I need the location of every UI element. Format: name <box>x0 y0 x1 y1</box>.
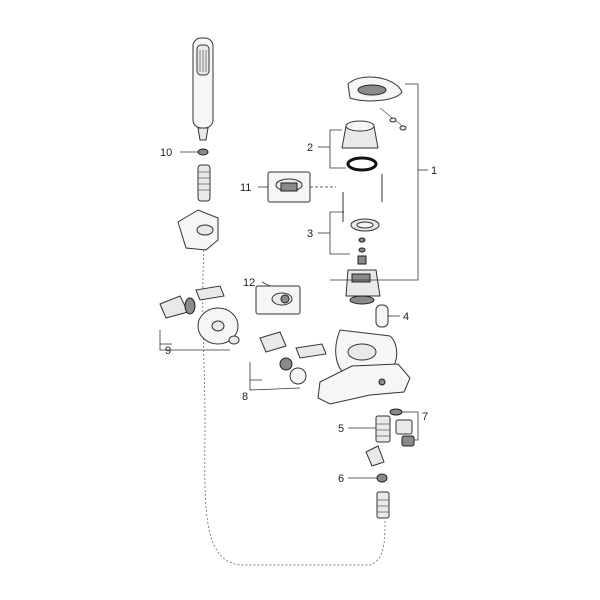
label-part-3: 3 <box>307 228 313 240</box>
hand-shower <box>192 37 214 141</box>
s-union-9 <box>159 285 225 319</box>
label-part-8: 8 <box>242 391 248 403</box>
label-part-6: 6 <box>338 473 344 485</box>
washer-6 <box>376 473 388 483</box>
retaining-nut-3 <box>350 218 380 232</box>
label-part-11: 11 <box>240 182 251 194</box>
lever-handle <box>347 76 403 102</box>
small-parts-stack <box>357 237 367 265</box>
mixer-body <box>317 329 411 405</box>
lever-screw <box>379 107 407 131</box>
spout-connector-5 <box>375 415 391 443</box>
cartridge <box>345 269 381 305</box>
part-11-box <box>267 171 336 203</box>
part-12-box <box>255 285 301 315</box>
label-part-7: 7 <box>422 411 428 423</box>
escutcheon-9 <box>197 307 239 345</box>
hose-nut-10 <box>197 148 209 156</box>
wall-holder <box>177 209 219 251</box>
washer-9 <box>228 335 240 345</box>
allen-key-5 <box>365 445 385 467</box>
hose-connector <box>376 491 390 519</box>
label-part-4: 4 <box>403 311 409 323</box>
o-ring <box>346 156 378 172</box>
hose-fitting <box>197 164 211 202</box>
leader-lines <box>159 83 428 479</box>
label-part-10: 10 <box>160 147 172 159</box>
label-part-5: 5 <box>338 423 344 435</box>
label-part-9: 9 <box>165 345 171 357</box>
label-part-2: 2 <box>307 142 313 154</box>
label-part-12: 12 <box>243 277 255 289</box>
cover-cap <box>341 120 379 149</box>
label-part-1: 1 <box>431 165 437 177</box>
diverter-knob-4 <box>375 304 389 328</box>
aerator-7 <box>389 408 415 447</box>
mounting-bolts <box>342 174 383 222</box>
s-union-8 <box>259 331 327 385</box>
